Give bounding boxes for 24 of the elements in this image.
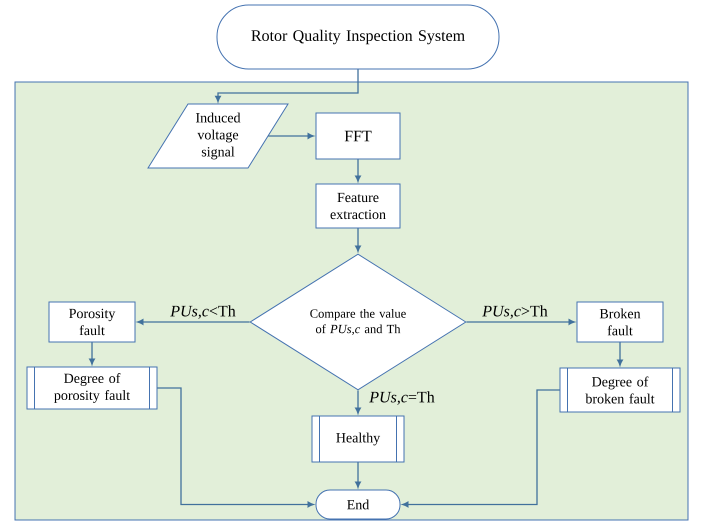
process-box: Broken fault: [576, 302, 664, 342]
predefined-process-box: Degree of broken fault: [560, 367, 680, 413]
arrow: [158, 387, 314, 508]
edge-label: PUs,c<Th: [169, 304, 237, 320]
arrow: [268, 133, 314, 139]
arrow: [355, 462, 361, 488]
predefined-process-box: Degree of porosity fault: [26, 366, 158, 410]
edge-label: PUs,c=Th: [368, 390, 436, 406]
process-box: FFT: [316, 112, 400, 160]
arrow: [89, 342, 95, 365]
arrow: [355, 390, 361, 414]
predefined-process-box: Healthy: [312, 415, 404, 463]
arrow: [215, 70, 359, 102]
terminal-box: End: [316, 490, 400, 520]
process-box: Porosity fault: [48, 302, 136, 342]
arrow: [617, 342, 623, 366]
process-box: Feature extraction: [316, 184, 400, 228]
arrow: [355, 228, 361, 252]
arrow: [137, 319, 250, 325]
arrow: [466, 319, 575, 325]
arrow: [355, 160, 361, 182]
terminal-box: Rotor Quality Inspection System: [216, 4, 500, 70]
arrow: [402, 389, 560, 508]
edge-label: PUs,c>Th: [481, 304, 549, 320]
